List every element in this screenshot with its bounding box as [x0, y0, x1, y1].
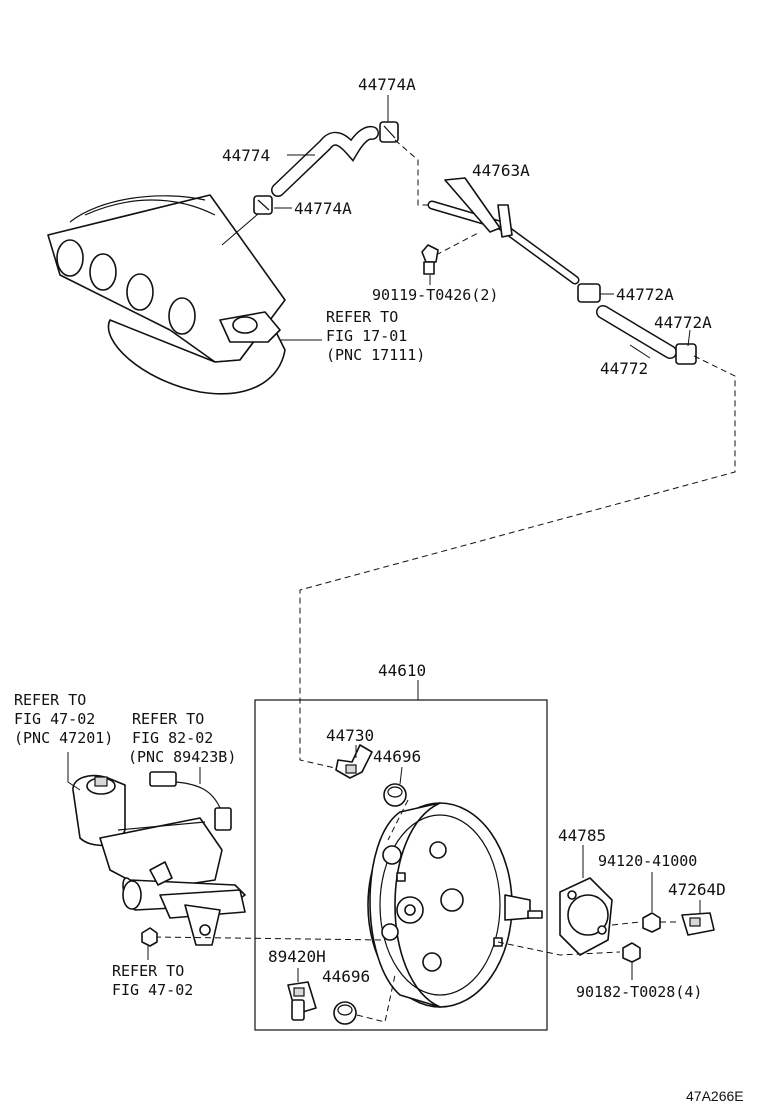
- refer-47-line3: (PNC 47201): [14, 729, 113, 747]
- refer-82-line2: FIG 82-02: [132, 729, 213, 747]
- intake-manifold: [47, 194, 286, 395]
- nut-94120-41000: [642, 912, 661, 933]
- label-44696-top: 44696: [373, 747, 421, 766]
- label-90119: 90119-T0426(2): [372, 286, 498, 304]
- refer-bottom-line1: REFER TO: [112, 962, 184, 980]
- label-47264d: 47264D: [668, 880, 726, 899]
- bracket-47264d: [681, 912, 715, 936]
- label-89420h: 89420H: [268, 947, 326, 966]
- refer-bottom-line2: FIG 47-02: [112, 981, 193, 999]
- figure-code: 47A266E: [686, 1088, 744, 1104]
- label-44774: 44774: [222, 146, 270, 165]
- label-44696-bottom: 44696: [322, 967, 370, 986]
- label-44774a-top: 44774A: [358, 75, 416, 94]
- clamp-44772a-1: [577, 283, 601, 303]
- nut-master-cylinder: [141, 927, 158, 947]
- refer-47-line2: FIG 47-02: [14, 710, 95, 728]
- grommet-44696-bottom: [333, 1001, 357, 1025]
- master-cylinder: [72, 774, 246, 946]
- label-44772: 44772: [600, 359, 648, 378]
- label-44772a-1: 44772A: [616, 285, 674, 304]
- grommet-44696-top: [383, 783, 407, 807]
- assembly-box-44610: [254, 699, 548, 1031]
- label-44730: 44730: [326, 726, 374, 745]
- callout-labels: 44774A 44774 44774A 44763A 90119-T0426(2…: [14, 75, 744, 1104]
- sensor-89420h: [287, 981, 317, 1021]
- hose-44772: [596, 305, 677, 359]
- harness-connector: [149, 771, 232, 831]
- refer-17-line1: REFER TO: [326, 308, 398, 326]
- refer-82-line3: (PNC 89423B): [128, 748, 236, 766]
- refer-17-line2: FIG 17-01: [326, 327, 407, 345]
- nut-90182-t0028: [622, 942, 641, 963]
- clamp-44774a-top: [379, 121, 399, 143]
- bolt-90119: [421, 244, 439, 275]
- hose-44774: [271, 125, 379, 197]
- label-94120: 94120-41000: [598, 852, 697, 870]
- label-44763a: 44763A: [472, 161, 530, 180]
- refer-17-line3: (PNC 17111): [326, 346, 425, 364]
- gasket-44785: [559, 877, 613, 956]
- refer-47-line1: REFER TO: [14, 691, 86, 709]
- label-90182: 90182-T0028(4): [576, 983, 702, 1001]
- label-44785: 44785: [558, 826, 606, 845]
- clamp-44772a-2: [675, 343, 697, 365]
- label-44772a-2: 44772A: [654, 313, 712, 332]
- brake-booster-44610: [367, 802, 543, 1008]
- check-valve-44730: [335, 744, 373, 779]
- label-44774a-bottom: 44774A: [294, 199, 352, 218]
- pipe-44763a: [427, 177, 580, 285]
- refer-82-line1: REFER TO: [132, 710, 204, 728]
- clamp-44774a-bottom: [253, 195, 273, 215]
- label-44610: 44610: [378, 661, 426, 680]
